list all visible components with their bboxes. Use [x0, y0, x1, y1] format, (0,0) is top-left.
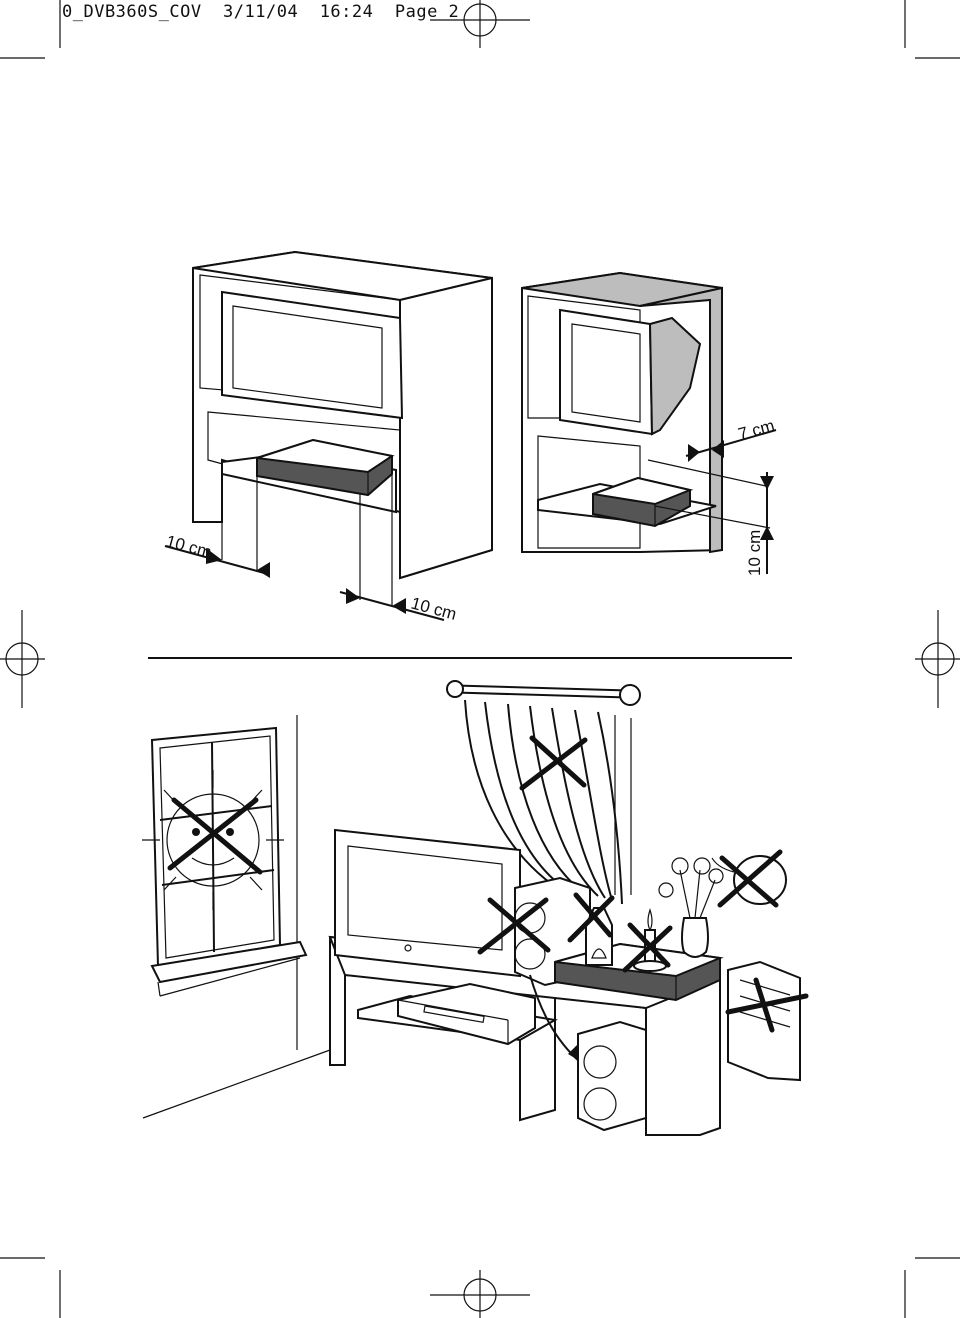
- header-filename: 0_DVB360S_COV: [62, 2, 202, 22]
- floor-speaker: [577, 1020, 647, 1132]
- curtain-forbidden-x: [519, 735, 588, 791]
- header-page-label: Page 2: [394, 2, 460, 22]
- registration-mark-bottom: [430, 1270, 530, 1318]
- left-clearance-label: 10 cm: [164, 532, 214, 562]
- dvd-player: [397, 982, 536, 1046]
- candle: [633, 908, 667, 972]
- registration-mark-top: [430, 0, 530, 48]
- room-scene: [142, 680, 809, 1136]
- curtain: [446, 680, 641, 905]
- flower-vase: [658, 857, 724, 958]
- bottom-clearance-label: 10 cm: [409, 594, 459, 624]
- television: [334, 828, 521, 978]
- tv-cabinet-front-view: [164, 250, 493, 621]
- sun-icon: [142, 770, 284, 910]
- header-date: 3/11/04: [223, 2, 299, 22]
- bottle-forbidden-x: [567, 892, 615, 943]
- radiator: [727, 960, 801, 1082]
- print-header: 0_DVB360S_COV 3/11/04 16:24 Page 2: [62, 2, 459, 22]
- rear-clearance-label: 7 cm: [736, 416, 777, 444]
- header-time: 16:24: [319, 2, 374, 22]
- sunlight-forbidden-x: [167, 797, 263, 875]
- window: [150, 726, 308, 997]
- flammable-bottle: [585, 907, 613, 966]
- radiator-forbidden-x: [725, 977, 809, 1033]
- water-forbidden-x: [717, 849, 783, 908]
- speaker-forbidden-x: [477, 897, 551, 955]
- top-clearance-label: 10 cm: [745, 530, 764, 576]
- water-jug: [711, 855, 787, 905]
- tv-cabinet-side-view: [521, 271, 777, 574]
- registration-mark-right: [915, 610, 960, 708]
- candle-forbidden-x: [622, 922, 673, 973]
- registration-mark-left: [0, 610, 45, 708]
